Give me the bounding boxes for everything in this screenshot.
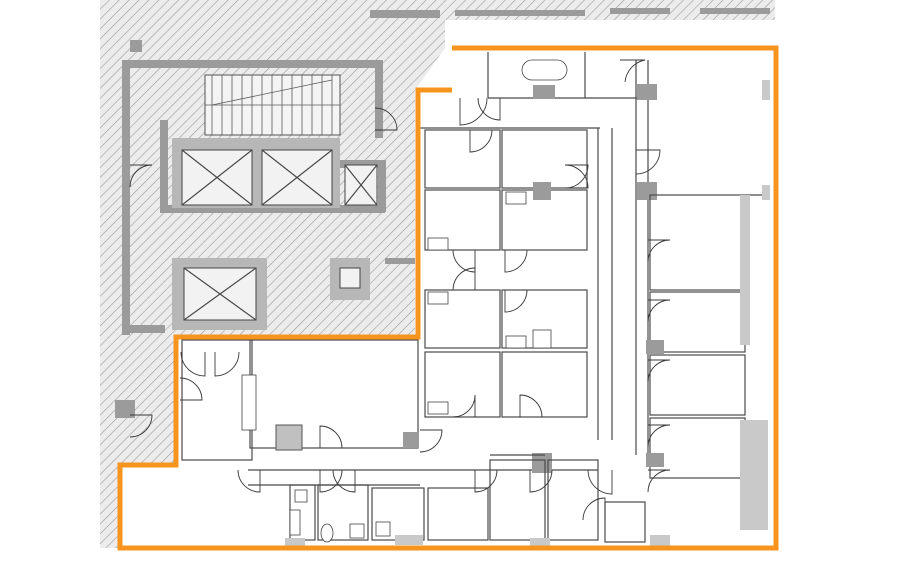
stair — [204, 74, 341, 136]
hatched-core-area — [100, 0, 775, 548]
freight-elevator — [172, 258, 267, 330]
shaft-small — [344, 164, 378, 206]
building-core — [115, 8, 770, 418]
suite-boundary-outline — [117, 45, 779, 551]
doors — [129, 59, 671, 521]
elevator-bank — [172, 138, 340, 208]
suite-interior — [181, 52, 770, 548]
